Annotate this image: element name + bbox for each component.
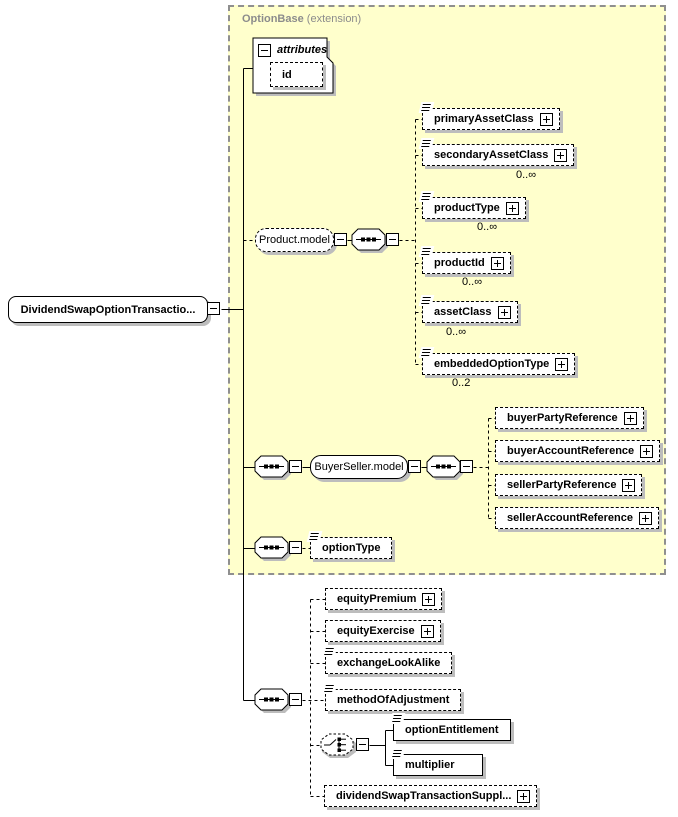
element-label: secondaryAssetClass — [434, 149, 549, 161]
optionbase-qualifier: (extension) — [306, 13, 362, 25]
expand-icon[interactable] — [420, 624, 434, 638]
expand-icon[interactable] — [622, 478, 636, 492]
element-label: equityExercise — [337, 625, 415, 637]
collapse-icon[interactable] — [408, 460, 421, 473]
choice-icon[interactable] — [320, 733, 357, 760]
attribute-label: id — [282, 68, 292, 81]
element-label: equityPremium — [337, 593, 417, 605]
optionbase-name: OptionBase — [242, 13, 304, 25]
sequence-icon[interactable] — [254, 688, 292, 715]
element-label: optionType — [322, 542, 381, 554]
element-buyerAccountReference[interactable]: buyerAccountReference — [495, 440, 661, 462]
element-productId[interactable]: productId — [418, 246, 511, 274]
element-label: buyerPartyReference — [507, 412, 618, 424]
collapse-icon[interactable] — [289, 541, 302, 554]
attribute-id[interactable]: id — [270, 62, 323, 87]
group-label: Product.model — [259, 234, 330, 246]
expand-icon[interactable] — [422, 592, 436, 606]
collapse-icon[interactable] — [289, 460, 302, 473]
element-label: primaryAssetClass — [434, 113, 534, 125]
element-secondaryAssetClass[interactable]: secondaryAssetClass — [418, 138, 575, 166]
group-buyerseller-model[interactable]: BuyerSeller.model — [310, 455, 408, 479]
annotation-icon — [306, 531, 323, 542]
element-label: productId — [434, 257, 485, 269]
element-label: exchangeLookAlike — [337, 657, 441, 669]
expand-icon[interactable] — [497, 305, 511, 319]
element-label: sellerAccountReference — [507, 512, 633, 524]
element-embeddedOptionType[interactable]: embeddedOptionType — [418, 347, 576, 375]
element-assetClass[interactable]: assetClass — [418, 295, 518, 323]
group-product-model[interactable]: Product.model — [255, 228, 334, 252]
element-dividendSwapOptionTransaction[interactable]: DividendSwapOptionTransactio... — [8, 296, 208, 323]
cardinality-label: 0..2 — [452, 377, 471, 389]
element-sellerAccountReference[interactable]: sellerAccountReference — [495, 507, 659, 529]
element-optionType[interactable]: optionType — [306, 531, 393, 559]
optionbase-extension-label: OptionBase (extension) — [242, 13, 361, 25]
element-sellerPartyReference[interactable]: sellerPartyReference — [495, 474, 643, 496]
expand-icon[interactable] — [517, 789, 531, 803]
group-label: BuyerSeller.model — [314, 461, 404, 473]
expand-icon[interactable] — [554, 148, 568, 162]
collapse-icon[interactable] — [386, 233, 399, 246]
element-methodOfAdjustment[interactable]: methodOfAdjustment — [321, 683, 462, 711]
expand-icon[interactable] — [505, 201, 519, 215]
annotation-icon — [418, 191, 435, 202]
element-label: methodOfAdjustment — [337, 694, 450, 706]
annotation-icon — [418, 347, 435, 358]
collapse-icon[interactable] — [207, 302, 220, 315]
expand-icon[interactable] — [539, 112, 553, 126]
annotation-icon — [418, 102, 435, 113]
expand-icon[interactable] — [640, 444, 654, 458]
element-equityExercise[interactable]: equityExercise — [325, 620, 441, 642]
element-label: sellerPartyReference — [507, 479, 617, 491]
element-productType[interactable]: productType — [418, 191, 526, 219]
expand-icon[interactable] — [555, 357, 569, 371]
expand-icon[interactable] — [638, 511, 652, 525]
annotation-icon — [418, 138, 435, 149]
annotation-icon — [389, 713, 406, 724]
element-dividendSwapTransactionSupplement[interactable]: dividendSwapTransactionSuppl... — [324, 785, 538, 807]
cardinality-label: 0..∞ — [446, 326, 467, 338]
element-label: buyerAccountReference — [507, 445, 635, 457]
cardinality-label: 0..∞ — [462, 276, 483, 288]
collapse-icon[interactable] — [289, 693, 302, 706]
collapse-icon[interactable] — [356, 738, 369, 751]
root-element-label: DividendSwapOptionTransactio... — [20, 303, 196, 316]
cardinality-label: 0..∞ — [477, 221, 498, 233]
expand-icon[interactable] — [490, 256, 504, 270]
annotation-icon — [418, 295, 435, 306]
element-buyerPartyReference[interactable]: buyerPartyReference — [495, 407, 644, 429]
cardinality-label: 0..∞ — [516, 169, 537, 181]
element-multiplier[interactable]: multiplier — [389, 748, 483, 776]
element-label: assetClass — [434, 306, 492, 318]
annotation-icon — [321, 683, 338, 694]
collapse-icon[interactable] — [258, 44, 271, 57]
expand-icon[interactable] — [623, 411, 637, 425]
annotation-icon — [321, 646, 338, 657]
attributes-title: attributes — [277, 44, 328, 56]
element-optionEntitlement[interactable]: optionEntitlement — [389, 713, 511, 741]
element-label: dividendSwapTransactionSuppl... — [336, 790, 512, 802]
sequence-icon[interactable] — [426, 455, 464, 482]
collapse-icon[interactable] — [460, 460, 473, 473]
element-label: productType — [434, 202, 500, 214]
sequence-icon[interactable] — [254, 536, 292, 563]
element-label: embeddedOptionType — [434, 358, 550, 370]
element-label: optionEntitlement — [405, 724, 499, 736]
annotation-icon — [389, 748, 406, 759]
element-label: multiplier — [405, 759, 455, 771]
sequence-icon[interactable] — [254, 455, 292, 482]
sequence-icon[interactable] — [351, 228, 389, 255]
element-equityPremium[interactable]: equityPremium — [325, 588, 443, 610]
annotation-icon — [418, 246, 435, 257]
element-primaryAssetClass[interactable]: primaryAssetClass — [418, 102, 560, 130]
element-exchangeLookAlike[interactable]: exchangeLookAlike — [321, 646, 453, 674]
collapse-icon[interactable] — [334, 233, 347, 246]
